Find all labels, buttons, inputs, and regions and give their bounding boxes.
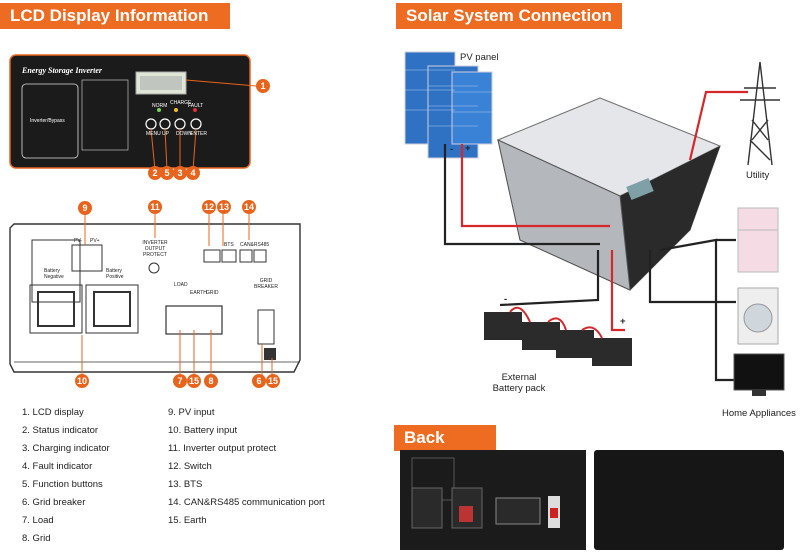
- back-panel-photo-cover: [594, 450, 784, 550]
- pv-input-terminal: [71, 244, 103, 272]
- bts-label: BTS: [224, 242, 234, 248]
- callout-10: 10: [75, 374, 89, 388]
- callout-15b: 15: [266, 374, 280, 388]
- callout-14: 14: [242, 200, 256, 214]
- inverter-protect-breaker: [148, 262, 160, 274]
- lcd-enter-label: ENTER: [190, 131, 207, 137]
- grid-breaker-label: GRID BREAKER: [254, 278, 278, 290]
- utility-label: Utility: [746, 170, 770, 181]
- battery-negative-label: Battery Negative: [44, 268, 64, 280]
- legend-item: 3. Charging indicator: [22, 443, 110, 454]
- battery-plus-sign: +: [620, 316, 626, 327]
- callout-1: 1: [256, 79, 270, 93]
- legend-item: 1. LCD display: [22, 407, 84, 418]
- legend-item: 8. Grid: [22, 533, 51, 544]
- earth-label: EARTH: [190, 290, 207, 296]
- lcd-mode-label: Inverter/Bypass: [30, 118, 65, 124]
- rear-panel-outline: [9, 223, 301, 373]
- callout-4: 4: [186, 166, 200, 180]
- status-leds: [157, 108, 197, 112]
- lcd-front-panel: [9, 54, 251, 169]
- battery-minus-sign: -: [504, 294, 508, 305]
- home-appliances-label: Home Appliances: [722, 408, 796, 419]
- callout-11: 11: [148, 200, 162, 214]
- callout-12: 12: [202, 200, 216, 214]
- mode-diagram-box: [21, 83, 79, 159]
- battery-positive-label: Battery Positive: [106, 268, 124, 280]
- pv-plus-label: PV+: [90, 238, 100, 244]
- legend-item: 12. Switch: [168, 461, 212, 472]
- lcd-screen: [135, 71, 187, 95]
- lcd-down-label: DOWN: [176, 131, 192, 137]
- battery-pack: [484, 306, 632, 366]
- earth-terminal: [264, 348, 276, 360]
- legend-right: 9. PV input 10. Battery input 11. Invert…: [168, 404, 325, 530]
- callout-13: 13: [217, 200, 231, 214]
- legend-item: 13. BTS: [168, 479, 203, 490]
- grid-breaker: [257, 309, 275, 345]
- legend-item: 11. Inverter output protect: [168, 443, 277, 454]
- lcd-display-header: LCD Display Information: [0, 3, 230, 29]
- callout-6: 6: [252, 374, 266, 388]
- lcd-brand-label: Energy Storage Inverter: [22, 66, 102, 75]
- solar-connection-header: Solar System Connection: [396, 3, 622, 29]
- grid-label: GRID: [206, 290, 219, 296]
- callout-2: 2: [148, 166, 162, 180]
- switch: [203, 249, 221, 263]
- lcd-charge-label: CHARGE: [170, 100, 192, 106]
- pv-minus-sign: -: [450, 144, 454, 155]
- callout-9: 9: [78, 201, 92, 215]
- pv-panel-label: PV panel: [460, 52, 499, 63]
- load-grid-terminal: [165, 305, 223, 335]
- can-label: CAN&RS485: [240, 242, 270, 248]
- callout-5: 5: [160, 166, 174, 180]
- lcd-fault-label: FAULT: [188, 103, 204, 109]
- pv-plus-sign: +: [465, 143, 471, 154]
- callout-8: 8: [204, 374, 218, 388]
- pv-minus-label: PV-: [74, 238, 83, 244]
- icon-grid: [81, 79, 129, 151]
- inverter-unit: [496, 97, 722, 291]
- legend-left: 1. LCD display 2. Status indicator 3. Ch…: [22, 404, 110, 548]
- battery-pack-label: External Battery pack: [492, 372, 546, 394]
- legend-item: 15. Earth: [168, 515, 207, 526]
- load-label: LOAD: [174, 282, 188, 288]
- home-appliances: [733, 207, 785, 396]
- inverter-protect-label: INVERTER OUTPUT PROTECT: [142, 240, 168, 258]
- lcd-menu-label: MENU: [146, 131, 161, 137]
- legend-item: 2. Status indicator: [22, 425, 99, 436]
- callout-7: 7: [173, 374, 187, 388]
- legend-item: 4. Fault indicator: [22, 461, 93, 472]
- legend-item: 7. Load: [22, 515, 54, 526]
- callout-3: 3: [173, 166, 187, 180]
- utility-tower: [740, 61, 780, 166]
- lcd-up-label: UP: [162, 131, 169, 137]
- callout-15a: 15: [187, 374, 201, 388]
- pv-panels: [404, 51, 493, 159]
- legend-item: 6. Grid breaker: [22, 497, 86, 508]
- legend-item: 9. PV input: [168, 407, 215, 418]
- legend-item: 10. Battery input: [168, 425, 238, 436]
- legend-item: 14. CAN&RS485 communication port: [168, 497, 325, 508]
- lcd-norm-label: NORM: [152, 103, 168, 109]
- legend-item: 5. Function buttons: [22, 479, 103, 490]
